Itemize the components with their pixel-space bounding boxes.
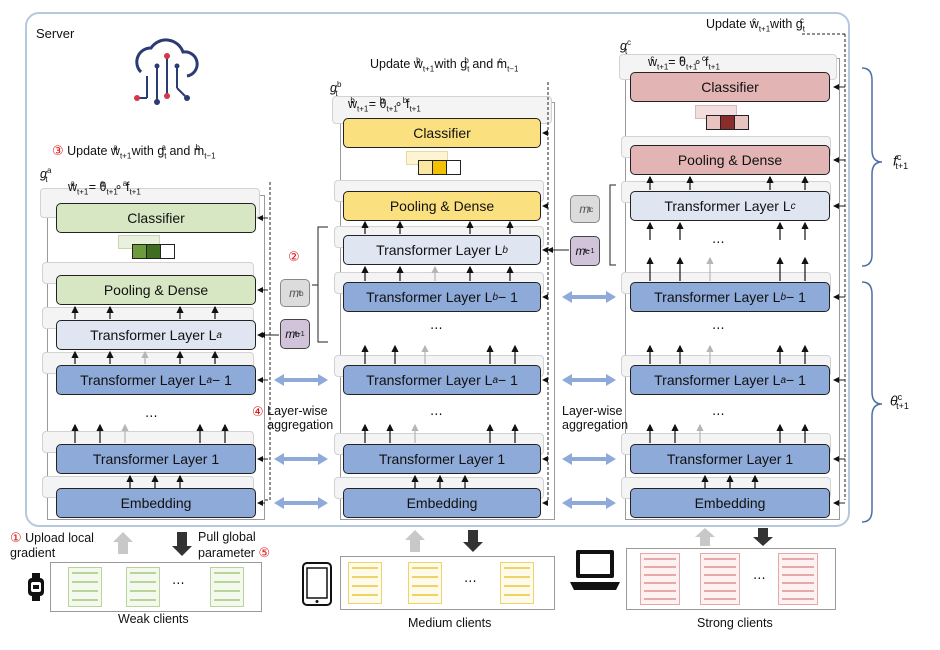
brace-theta [861,281,883,523]
weak-transformer-layer-1[interactable]: Transformer Layer 1 [56,444,256,474]
strong-pooling-dense[interactable]: Pooling & Dense [630,145,830,175]
medium-pooling-dense[interactable]: Pooling & Dense [343,191,541,221]
tablet-icon [302,562,332,606]
weak-update-note: ③ Update wt+1a with gta and mt−1b [52,143,216,161]
strong-g-label: gct [620,38,631,56]
strong-updown-arrows [695,528,773,546]
medium-embedding[interactable]: Embedding [343,488,541,518]
strong-embedding[interactable]: Embedding [630,488,830,518]
strong-classifier[interactable]: Classifier [630,72,830,102]
weak-embedding[interactable]: Embedding [56,488,256,518]
medium-clients-label: Medium clients [408,616,492,630]
strong-transformer-layer-1[interactable]: Transformer Layer 1 [630,444,830,474]
strong-client-model-3[interactable] [778,553,818,605]
strong-dots-3: ⋯ [712,407,725,421]
medium-transformer-layer-1[interactable]: Transformer Layer 1 [343,444,541,474]
brace-f-label: fct+1 [893,152,909,172]
strong-feature-vector [706,115,749,135]
brace-theta-label: θct+1 [890,392,909,412]
strong-update-note: Update wt+1c with gtc [706,16,805,34]
medium-dots-1: ⋯ [430,321,443,335]
medium-classifier[interactable]: Classifier [343,118,541,148]
step-2-bracket [317,226,328,343]
strong-up-arrows [646,175,809,488]
step-4-aggregation-label: ④ Layer-wise aggregation [252,404,334,432]
cloud-circuit-icon [134,38,199,105]
server-box [25,12,850,527]
laptop-icon [570,550,620,590]
medium-update-note: Update wt+1b with gtb and mt−1c [370,56,519,74]
medium-g-label: gbt [330,80,342,98]
weak-clients-label: Weak clients [118,612,189,626]
strong-clients-label: Strong clients [697,616,773,630]
weak-classifier[interactable]: Classifier [56,203,256,233]
brace-f [861,67,883,267]
weak-clients-dots: ⋯ [172,576,185,590]
strong-client-model-2[interactable] [700,553,740,605]
strong-dots-2: ⋯ [712,321,725,335]
strong-client-model-1[interactable] [640,553,680,605]
strong-clients-dots: ⋯ [753,571,766,585]
aggregation-label-2: Layer-wise aggregation [562,404,629,432]
pull-note: Pull global parameter ⑤ [198,530,271,560]
server-label: Server [36,26,75,41]
medium-clients-dots: ⋯ [464,574,477,588]
weak-dashed-update [265,180,271,501]
weak-g-label: gat [40,166,52,184]
medium-feature-vector [418,160,461,180]
upload-note: ① Upload local gradient [10,530,94,560]
medium-updown-arrows [405,530,483,552]
smartwatch-icon [28,573,44,601]
weak-dots: ⋯ [145,409,158,423]
weak-up-arrows [71,305,229,488]
weak-updown-arrows [113,532,192,556]
aggregation-arrows [274,291,616,509]
medium-dots-2: ⋯ [430,407,443,421]
weak-feature-vector [132,244,175,264]
medium-up-arrows [361,220,519,488]
medium-equation: wt+1b = θt+1b ∘ ft+1b [348,96,421,114]
weak-equation: wt+1a = θt+1a ∘ ft+1a [68,179,141,197]
strong-dashed-update [800,33,846,500]
step-2-marker: ② [288,249,300,264]
strong-message-bracket [609,184,616,266]
strong-dots-1: ⋯ [712,235,725,249]
client-mini-stripes [72,558,814,601]
strong-equation: wt+1c = θt+1c ∘ ft+1c [648,54,720,72]
weak-pooling-dense[interactable]: Pooling & Dense [56,275,256,305]
